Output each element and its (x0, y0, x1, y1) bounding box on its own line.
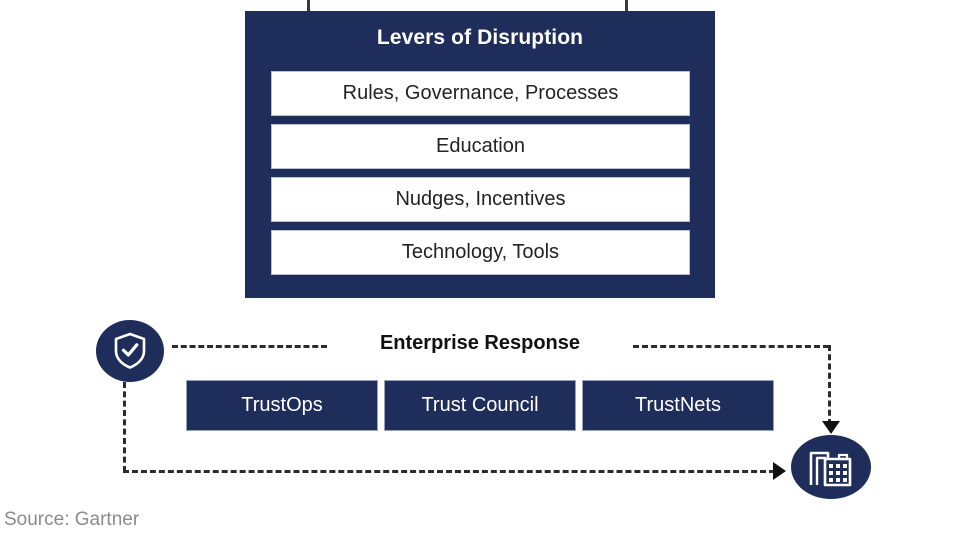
trust-boxes-row: TrustOps Trust Council TrustNets (186, 380, 774, 431)
connector-stub-right (625, 0, 628, 12)
flow-line-title-to-corner (633, 345, 829, 348)
trust-box-trustnets[interactable]: TrustNets (582, 380, 774, 431)
levers-list: Rules, Governance, Processes Education N… (271, 71, 690, 275)
shield-check-icon (114, 332, 146, 369)
trust-box-trust-council[interactable]: Trust Council (384, 380, 576, 431)
flow-arrowhead-right (773, 462, 786, 480)
flow-line-shield-to-title (172, 345, 327, 348)
shield-check-badge (96, 320, 164, 382)
enterprise-response-title: Enterprise Response (379, 332, 581, 354)
flow-line-right-down (828, 345, 831, 425)
buildings-icon (809, 451, 852, 487)
source-caption: Source: Gartner (4, 509, 140, 530)
flow-arrowhead-down (822, 421, 840, 434)
lever-item-education[interactable]: Education (271, 124, 690, 169)
levers-of-disruption-panel: Levers of Disruption Rules, Governance, … (245, 11, 715, 298)
buildings-badge (791, 435, 871, 499)
lever-item-rules-governance-processes[interactable]: Rules, Governance, Processes (271, 71, 690, 116)
lever-item-nudges-incentives[interactable]: Nudges, Incentives (271, 177, 690, 222)
flow-line-bottom-right (123, 470, 775, 473)
connector-stub-left (307, 0, 310, 12)
trust-box-trustops[interactable]: TrustOps (186, 380, 378, 431)
flow-line-left-down (123, 382, 126, 472)
levers-panel-title: Levers of Disruption (376, 26, 584, 49)
lever-item-technology-tools[interactable]: Technology, Tools (271, 230, 690, 275)
